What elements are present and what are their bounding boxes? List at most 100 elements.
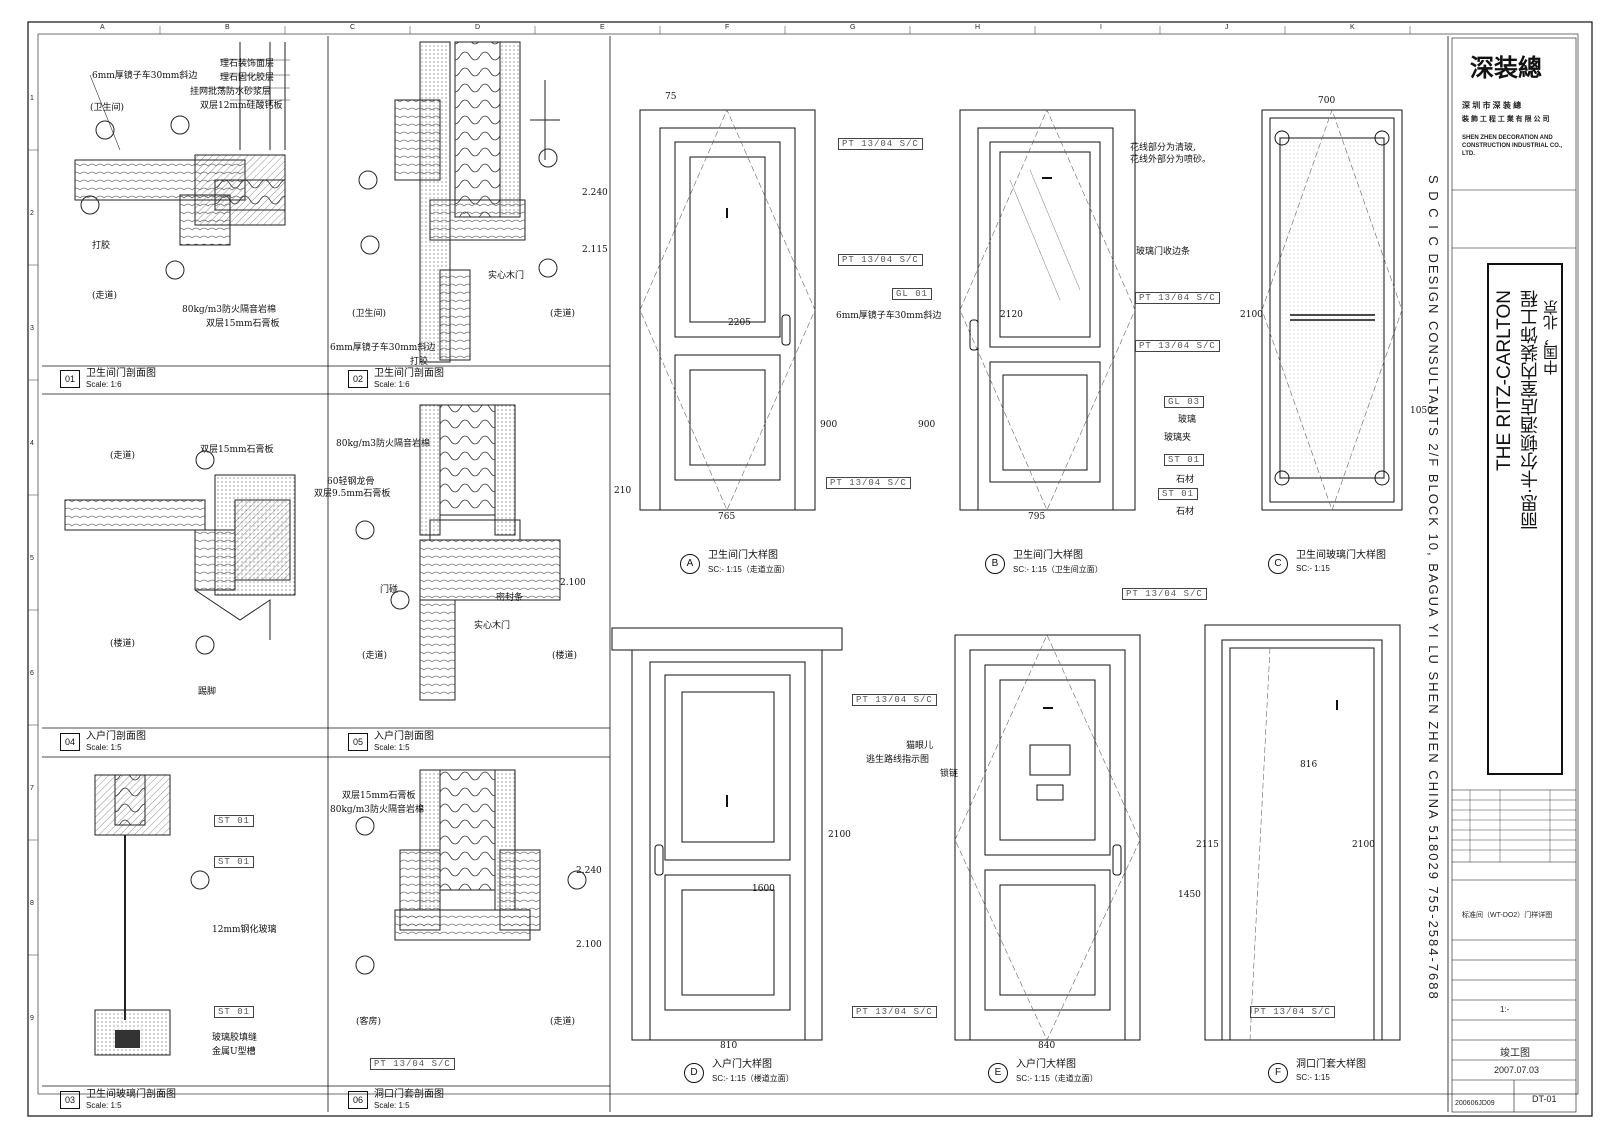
- elevation-b-title: 卫生间门大样图: [1013, 550, 1083, 561]
- grid-row-2: 2: [30, 210, 34, 217]
- section-06-number: 06: [348, 1091, 368, 1109]
- note: (客房): [356, 1017, 382, 1027]
- dimension: 2115: [1196, 840, 1219, 850]
- stone-tag: ST 01: [214, 856, 255, 868]
- section-03-scale: Scale: 1:5: [86, 1101, 122, 1110]
- note: 花线外部分为喷砂。: [1130, 155, 1212, 165]
- note: (走道): [362, 651, 388, 661]
- section-03-drawing: [94, 774, 210, 1056]
- note: (楼道): [110, 639, 136, 649]
- note: 12mm钢化玻璃: [212, 925, 277, 935]
- paint-tag: PT 13/04 S/C: [852, 1006, 937, 1018]
- note: 踢脚: [198, 687, 217, 697]
- company-name-cn-2: 裝 飾 工 程 工 業 有 限 公 司: [1462, 116, 1550, 123]
- note: 理石固化胶层: [220, 73, 275, 83]
- dimension: 900: [918, 420, 936, 430]
- project-title-en: THE RITZ-CARLTON: [1494, 290, 1515, 471]
- grid-row-5: 5: [30, 555, 34, 562]
- elevation-a-scale: SC:- 1:15（走道立面）: [708, 565, 790, 574]
- note: 玻璃: [1178, 415, 1197, 425]
- note: 逃生路线指示图: [866, 755, 930, 765]
- elevation-f-scale: SC:- 1:15: [1296, 1073, 1330, 1082]
- dimension: 2100: [1352, 840, 1375, 850]
- grid-row-9: 9: [30, 1015, 34, 1022]
- section-01-title: 卫生间门剖面图: [86, 368, 156, 379]
- section-04-scale: Scale: 1:5: [86, 743, 122, 752]
- grid-row-4: 4: [30, 440, 34, 447]
- paint-tag: PT 13/04 S/C: [826, 477, 911, 489]
- note: 双层15mm石膏板: [342, 791, 416, 801]
- dimension: 1600: [752, 884, 775, 894]
- dimension: 810: [720, 1041, 738, 1051]
- grid-row-6: 6: [30, 670, 34, 677]
- elevation-e-drawing: [954, 634, 1141, 1041]
- note: 密封条: [496, 593, 524, 603]
- elevation-c-drawing: [1261, 109, 1403, 511]
- dimension: 816: [1300, 760, 1318, 770]
- grid-col-g: G: [850, 24, 856, 31]
- dimension: 900: [820, 420, 838, 430]
- note: 理石装饰面层: [220, 59, 275, 69]
- stone-tag: ST 01: [1158, 488, 1199, 500]
- elevation-b-marker: B: [985, 554, 1005, 574]
- section-02-scale: Scale: 1:6: [374, 380, 410, 389]
- drawing-status: 竣工图: [1500, 1048, 1530, 1059]
- grid-col-d: D: [475, 24, 481, 31]
- section-01-number: 01: [60, 370, 80, 388]
- note: (走道): [550, 309, 576, 319]
- paint-tag: PT 13/04 S/C: [1250, 1006, 1335, 1018]
- dimension: 210: [614, 486, 632, 496]
- note: 打胶: [92, 241, 111, 251]
- elevation-d-marker: D: [684, 1063, 704, 1083]
- section-01-scale: Scale: 1:6: [86, 380, 122, 389]
- note: 锁链: [940, 769, 959, 779]
- stone-tag: ST 01: [1164, 454, 1205, 466]
- note: 6mm厚镜子车30mm斜边: [330, 343, 436, 353]
- grid-row-8: 8: [30, 900, 34, 907]
- elevation-f-title: 洞口门套大样图: [1296, 1059, 1366, 1070]
- note: 花线部分为清玻,: [1130, 143, 1196, 153]
- dimension: 765: [718, 512, 736, 522]
- dimension: 2120: [1000, 310, 1023, 320]
- level-mark: 2.115: [582, 245, 608, 255]
- section-03-title: 卫生间玻璃门剖面图: [86, 1089, 176, 1100]
- elevation-a-drawing: [639, 109, 816, 511]
- note: 打胶: [410, 357, 429, 367]
- note: 6mm厚镜子车30mm斜边: [836, 311, 942, 321]
- note: (走道): [110, 451, 136, 461]
- note: 80kg/m3防火隔音岩棉: [336, 439, 430, 449]
- section-02-drawing: [358, 41, 560, 363]
- paint-tag: PT 13/04 S/C: [1135, 292, 1220, 304]
- section-06-title: 洞口门套剖面图: [374, 1089, 444, 1100]
- paint-tag: PT 13/04 S/C: [1122, 588, 1207, 600]
- section-06-drawing: [355, 769, 587, 975]
- note: 双层9.5mm石膏板: [314, 489, 391, 499]
- elevation-a-title: 卫生间门大样图: [708, 550, 778, 561]
- stone-tag: ST 01: [214, 1006, 255, 1018]
- level-mark: 2.100: [560, 578, 586, 588]
- grid-col-a: A: [100, 24, 105, 31]
- note: 双层15mm石膏板: [206, 319, 280, 329]
- grid-row-7: 7: [30, 785, 34, 792]
- dimension: 1450: [1178, 890, 1201, 900]
- elevation-d-scale: SC:- 1:15（楼道立面）: [712, 1074, 794, 1083]
- level-mark: 2.240: [576, 866, 602, 876]
- drawing-date: 2007.07.03: [1494, 1065, 1540, 1075]
- level-mark: 2.240: [582, 188, 608, 198]
- sheet-number: DT-01: [1532, 1094, 1557, 1104]
- elevation-a-marker: A: [680, 554, 700, 574]
- elevation-d-title: 入户门大样图: [712, 1059, 772, 1070]
- note: 80kg/m3防火隔音岩棉: [182, 305, 276, 315]
- section-01-drawing: [74, 42, 290, 280]
- section-05-scale: Scale: 1:5: [374, 743, 410, 752]
- section-05-title: 入户门剖面图: [374, 731, 434, 742]
- dimension: 2100: [1240, 310, 1263, 320]
- note: (走道): [92, 291, 118, 301]
- note: 60轻钢龙骨: [327, 477, 375, 487]
- note: 金属U型槽: [212, 1047, 256, 1057]
- note: 实心木门: [488, 271, 525, 281]
- section-04-title: 入户门剖面图: [86, 731, 146, 742]
- section-02-number: 02: [348, 370, 368, 388]
